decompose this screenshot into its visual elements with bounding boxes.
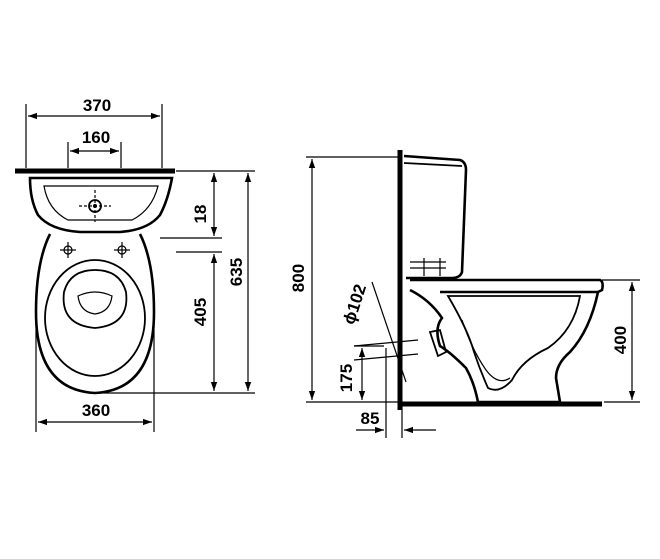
dim-label-seat-height: 400 — [611, 326, 630, 354]
side-seat-outline — [410, 278, 604, 294]
side-cistern-outline — [403, 154, 468, 280]
dim-label-outlet-diameter: ϕ102 — [339, 282, 370, 327]
front-bowl-opening — [62, 269, 128, 329]
dim-label-total-depth: 635 — [227, 258, 246, 286]
front-seat-ring — [44, 259, 146, 377]
dim-label-total-height: 800 — [289, 264, 308, 292]
side-bowl-outline — [409, 288, 600, 404]
side-view: 800 400 ϕ102 175 85 — [289, 150, 640, 438]
dim-label-width-top: 370 — [83, 96, 111, 115]
dim-label-mount-spacing: 160 — [82, 128, 110, 147]
front-tank-inner — [43, 185, 159, 221]
dim-label-bowl-width: 360 — [82, 401, 110, 420]
dim-label-outlet-offset: 85 — [361, 409, 380, 428]
hinge-left-icon — [60, 242, 76, 258]
front-tank-outline — [28, 176, 174, 234]
side-bowl-inner — [446, 295, 582, 391]
dim-label-tank-offset: 18 — [191, 205, 210, 224]
dim-label-seat-depth: 405 — [191, 298, 210, 326]
dim-label-outlet-height: 175 — [337, 364, 356, 392]
front-bowl-outline — [34, 233, 156, 395]
front-view: 370 160 18 405 635 360 — [15, 96, 255, 432]
side-outlet-spigot — [428, 328, 448, 358]
hinge-right-icon — [114, 242, 130, 258]
